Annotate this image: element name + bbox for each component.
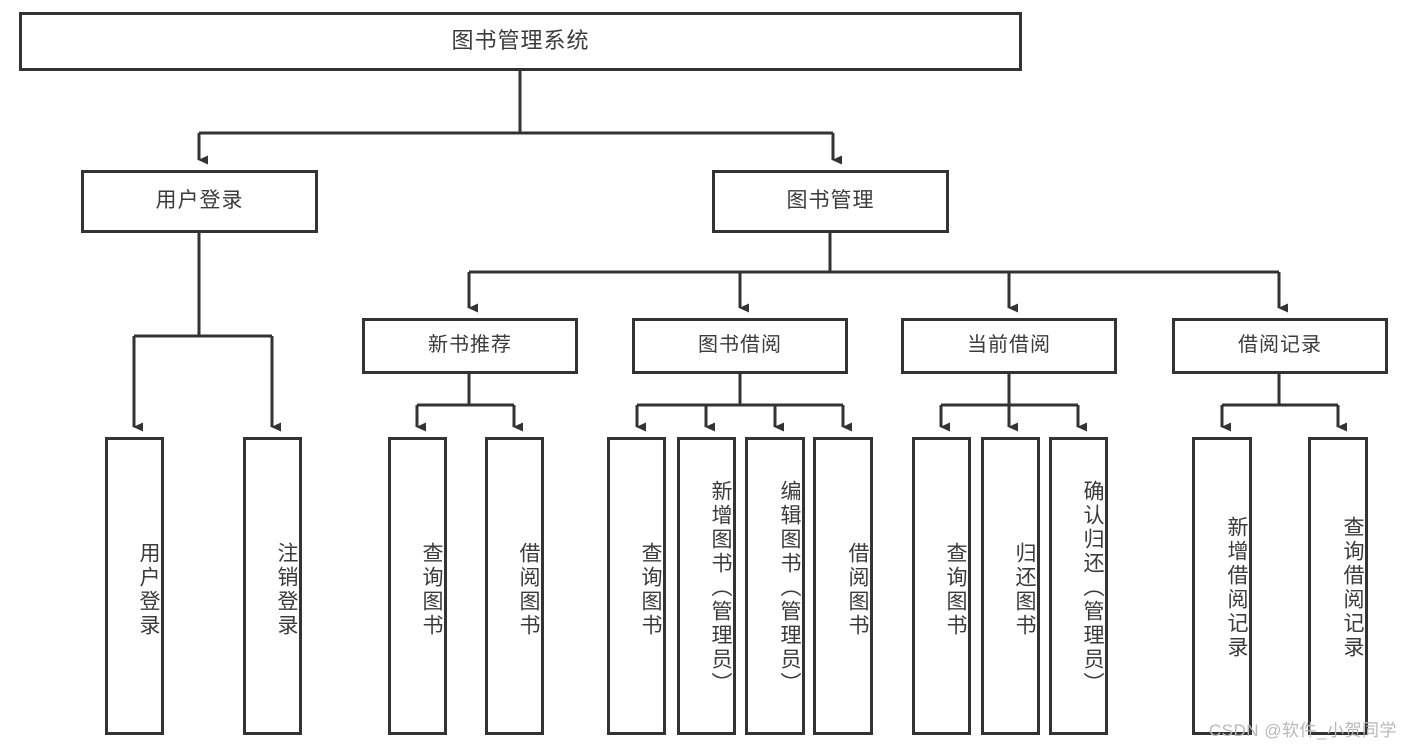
node-label: 新增图书（管理员）	[709, 480, 732, 696]
node-label: 新书推荐	[428, 334, 512, 357]
leaf-borrow-edit-book-admin[interactable]: 编辑图书（管理员）	[745, 437, 805, 735]
node-label: 借阅图书	[846, 542, 869, 638]
leaf-borrow-query-book[interactable]: 查询图书	[607, 437, 666, 735]
node-label: 图书管理	[786, 189, 875, 213]
node-label: 查询图书	[944, 542, 967, 638]
leaf-current-confirm-return-admin[interactable]: 确认归还（管理员）	[1049, 437, 1108, 735]
node-borrow-record[interactable]: 借阅记录	[1172, 318, 1388, 374]
leaf-current-query-book[interactable]: 查询图书	[912, 437, 971, 735]
leaf-current-return-book[interactable]: 归还图书	[981, 437, 1040, 735]
node-label: 新增借阅记录	[1225, 516, 1248, 660]
leaf-recommend-query-book[interactable]: 查询图书	[388, 437, 447, 735]
leaf-record-add-borrow-record[interactable]: 新增借阅记录	[1192, 437, 1252, 735]
leaf-borrow-add-book-admin[interactable]: 新增图书（管理员）	[677, 437, 736, 735]
watermark: CSDN @软件_小贺同学	[1208, 721, 1397, 740]
node-label: 归还图书	[1013, 542, 1036, 638]
leaf-user-login[interactable]: 用户登录	[105, 437, 164, 735]
leaf-borrow-borrow-book[interactable]: 借阅图书	[813, 437, 873, 735]
node-user-login-module[interactable]: 用户登录	[81, 170, 318, 233]
node-book-borrow[interactable]: 图书借阅	[632, 318, 848, 374]
node-book-management-module[interactable]: 图书管理	[712, 170, 949, 233]
node-label: 查询图书	[639, 542, 662, 638]
node-label: 注销登录	[275, 542, 298, 638]
leaf-user-logout[interactable]: 注销登录	[243, 437, 302, 735]
node-label: 查询借阅记录	[1341, 516, 1364, 660]
node-new-book-recommend[interactable]: 新书推荐	[362, 318, 578, 374]
node-label: 用户登录	[137, 542, 160, 638]
node-label: 借阅记录	[1238, 334, 1322, 357]
leaf-recommend-borrow-book[interactable]: 借阅图书	[485, 437, 544, 735]
node-current-borrow[interactable]: 当前借阅	[901, 318, 1117, 374]
leaf-record-query-borrow-record[interactable]: 查询借阅记录	[1308, 437, 1368, 735]
node-label: 查询图书	[420, 542, 443, 638]
node-label: 当前借阅	[967, 334, 1051, 357]
node-label: 编辑图书（管理员）	[778, 480, 801, 696]
node-root-system[interactable]: 图书管理系统	[19, 12, 1022, 71]
node-label: 图书借阅	[698, 334, 782, 357]
node-label: 借阅图书	[517, 542, 540, 638]
node-label: 确认归还（管理员）	[1081, 480, 1104, 696]
node-label: 用户登录	[155, 189, 244, 213]
node-label: 图书管理系统	[451, 28, 590, 54]
